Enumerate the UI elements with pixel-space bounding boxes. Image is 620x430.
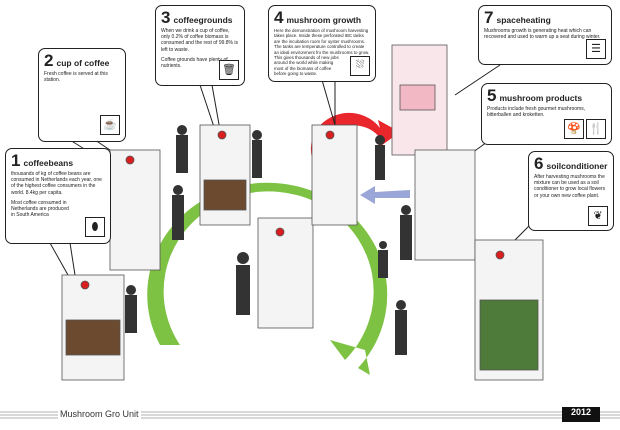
people (125, 125, 412, 355)
callout-pointers (49, 64, 531, 276)
callout-title: mushroom growth (286, 15, 362, 25)
callout-number: 4 (274, 8, 284, 27)
tank-4 (257, 217, 314, 329)
footer-title: Mushroom Gro Unit (58, 409, 141, 419)
callout-text: This gives thousands of new jobs around … (274, 55, 339, 77)
callout-text: Coffee grounds have plenty of nutrients. (161, 56, 228, 70)
tank-6 (474, 239, 544, 381)
callout-title: mushroom products (499, 93, 583, 103)
coffee-cup-icon: ☕ (100, 115, 120, 135)
year-logo: 2012 (562, 407, 600, 422)
tank-3 (199, 124, 251, 226)
radiator-icon: ☰ (586, 39, 606, 59)
mushroom-icon: 🍄 (564, 119, 584, 139)
callout-number: 6 (534, 154, 544, 173)
coffee-bean-icon: ⬮ (85, 217, 105, 237)
callout-title: coffeegrounds (173, 15, 233, 25)
callout-number: 5 (487, 86, 497, 105)
tank-7 (391, 44, 448, 156)
callout-text: thousands of kg of coffee beans are cons… (11, 171, 102, 196)
ibc-tanks (61, 44, 544, 381)
tank-5b (414, 149, 476, 261)
watering-icon: ⛆ (350, 56, 370, 76)
blue-arrow-2 (360, 186, 410, 204)
trash-bin-icon: 🗑 (219, 60, 239, 80)
callout-number: 7 (484, 8, 494, 27)
callout-text: Here the demonstration of mushroom harve… (274, 28, 370, 55)
callout-number: 3 (161, 8, 171, 27)
callout-text: Most coffee consumed in Netherlands are … (11, 199, 69, 219)
callout-text: When we drink a cup of coffee, only 0.2%… (161, 28, 238, 53)
callout-number: 2 (44, 51, 54, 70)
cutlery-icon: 🍴 (586, 119, 606, 139)
tank-2 (109, 149, 161, 271)
tank-5 (311, 124, 358, 226)
callout-title: spaceheating (496, 15, 551, 25)
callout-title: cup of coffee (56, 58, 110, 68)
tank-1 (61, 274, 125, 381)
callout-title: soilconditioner (546, 161, 608, 171)
callout-text: Mushrooms growth is generating heat whic… (484, 28, 601, 41)
callout-text: Fresh coffee is served at this station. (44, 71, 108, 84)
callout-text: After harvesting mushrooms the mixture c… (534, 174, 606, 199)
callout-number: 1 (11, 151, 21, 170)
callout-title: coffeebeans (23, 158, 74, 168)
callout-text: Products include fresh gourmet mushrooms… (487, 106, 586, 119)
leaf-icon: ❦ (588, 206, 608, 226)
